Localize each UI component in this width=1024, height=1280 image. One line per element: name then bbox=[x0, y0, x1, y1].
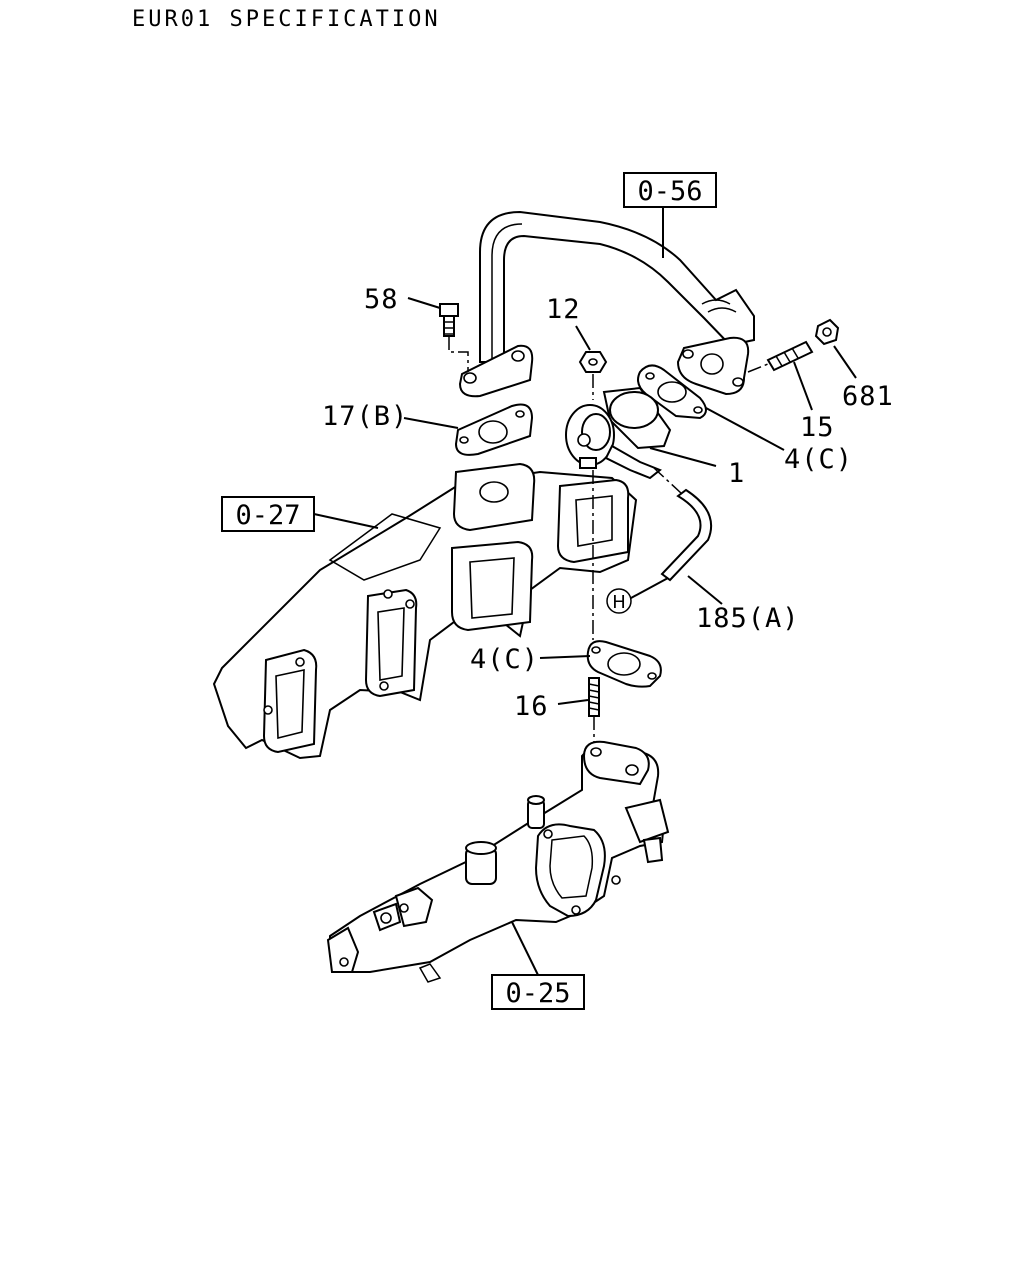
leader-1 bbox=[649, 447, 717, 467]
label-185a[interactable]: 185(A) bbox=[696, 603, 800, 634]
bolt-58 bbox=[439, 303, 469, 372]
ref-box-0-56[interactable] bbox=[623, 172, 717, 208]
intake-manifold bbox=[326, 740, 670, 983]
leader-4c-lower bbox=[539, 655, 591, 659]
leader-16 bbox=[557, 699, 589, 705]
label-12[interactable]: 12 bbox=[546, 294, 581, 325]
leader-681 bbox=[833, 345, 857, 379]
label-4c-upper[interactable]: 4(C) bbox=[784, 444, 853, 475]
leader-17b bbox=[403, 417, 459, 429]
leader-0-27 bbox=[313, 513, 379, 529]
leader-12 bbox=[575, 325, 591, 351]
leader-58 bbox=[407, 297, 441, 309]
label-1[interactable]: 1 bbox=[728, 458, 745, 489]
ref-label-0-27[interactable]: 0-27 bbox=[235, 500, 300, 531]
leader-4c-upper bbox=[705, 407, 785, 451]
label-681[interactable]: 681 bbox=[842, 381, 894, 412]
label-16[interactable]: 16 bbox=[514, 691, 549, 722]
gasket-4c-lower bbox=[586, 640, 662, 688]
circle-marker-h bbox=[606, 588, 632, 614]
leader-15 bbox=[793, 361, 813, 411]
ref-label-0-25[interactable]: 0-25 bbox=[505, 978, 570, 1009]
leader-0-25 bbox=[511, 921, 539, 976]
diagram-title: EUR01 SPECIFICATION bbox=[132, 7, 441, 32]
leader-185a bbox=[687, 575, 723, 605]
label-4c-lower[interactable]: 4(C) bbox=[470, 644, 539, 675]
hose-185a bbox=[660, 488, 713, 582]
gasket-4c-upper bbox=[637, 364, 707, 420]
exhaust-manifold bbox=[212, 462, 638, 760]
label-58[interactable]: 58 bbox=[364, 284, 399, 315]
hose-dash bbox=[653, 467, 683, 495]
ref-label-0-56[interactable]: 0-56 bbox=[637, 176, 702, 207]
egr-pipe bbox=[458, 210, 755, 398]
gasket-17b bbox=[454, 403, 534, 456]
egr-valve bbox=[565, 386, 672, 480]
marker-h[interactable]: H bbox=[612, 592, 626, 613]
stud-16 bbox=[588, 677, 600, 748]
label-17b[interactable]: 17(B) bbox=[322, 401, 408, 432]
stud-15 bbox=[747, 340, 814, 373]
leader-h bbox=[630, 577, 669, 599]
label-15[interactable]: 15 bbox=[800, 412, 835, 443]
nut-681 bbox=[814, 318, 840, 346]
nut-12 bbox=[578, 351, 608, 400]
